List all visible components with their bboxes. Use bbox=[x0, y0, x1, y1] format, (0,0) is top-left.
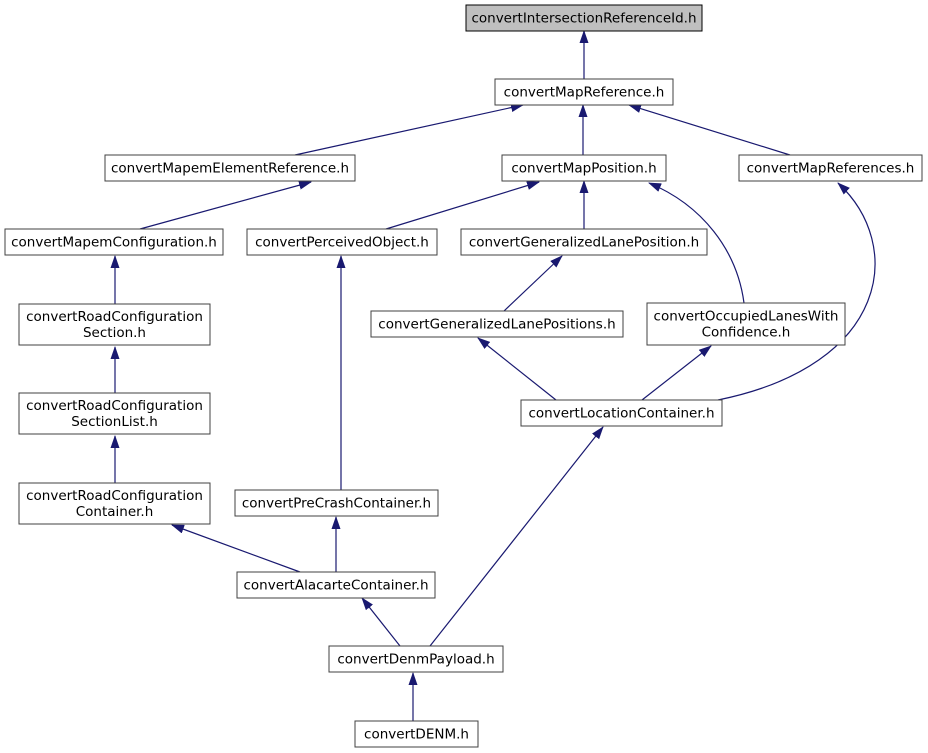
graph-node-convertLocationContainer[interactable]: convertLocationContainer.h bbox=[520, 399, 723, 427]
graph-node-label: convertMapemConfiguration.h bbox=[11, 235, 217, 251]
graph-node-label: convertPreCrashContainer.h bbox=[242, 496, 431, 512]
graph-node-label: Confidence.h bbox=[702, 325, 791, 341]
edge-convertMapReferences--convertMapReference bbox=[628, 104, 791, 156]
graph-node-box bbox=[354, 720, 479, 748]
edge-convertLocationContainer--convertMapReferences bbox=[717, 182, 876, 401]
graph-node-convertGeneralizedLanePositions[interactable]: convertGeneralizedLanePositions.h bbox=[370, 310, 624, 338]
graph-node-label: convertMapReferences.h bbox=[747, 161, 915, 177]
nodes-layer: convertIntersectionReferenceId.h convertM… bbox=[4, 4, 923, 748]
graph-node-label: convertPerceivedObject.h bbox=[255, 235, 429, 251]
graph-node-convertMapemConfiguration[interactable]: convertMapemConfiguration.h bbox=[4, 228, 224, 256]
graph-node-box bbox=[18, 392, 211, 435]
graph-node-label: convertIntersectionReferenceId.h bbox=[471, 11, 696, 27]
graph-node-label: convertRoadConfiguration bbox=[26, 488, 203, 504]
graph-node-label: convertMapPosition.h bbox=[511, 161, 656, 177]
edge-convertDenmPayload--convertLocationContainer bbox=[429, 426, 604, 647]
graph-node-convertPreCrashContainer[interactable]: convertPreCrashContainer.h bbox=[234, 489, 439, 517]
edge-convertOccupiedLanesWithConfidence--convertMapPosition bbox=[648, 182, 745, 304]
edge-convertLocationContainer--convertGeneralizedLanePositions bbox=[477, 337, 557, 401]
edge-convertPerceivedObject--convertMapPosition bbox=[385, 181, 540, 230]
graph-node-box bbox=[738, 154, 923, 182]
graph-node-label: convertMapReference.h bbox=[504, 85, 665, 101]
graph-node-label: convertAlacarteContainer.h bbox=[243, 578, 428, 594]
graph-node-box bbox=[501, 154, 667, 182]
edge-convertMapemElementReference--convertMapReference bbox=[294, 103, 524, 156]
graph-node-box bbox=[520, 399, 723, 427]
graph-node-convertMapReferences[interactable]: convertMapReferences.h bbox=[738, 154, 923, 182]
graph-node-label: Section.h bbox=[83, 325, 146, 341]
graph-node-convertMapemElementReference[interactable]: convertMapemElementReference.h bbox=[104, 154, 356, 182]
graph-node-convertAlacarteContainer[interactable]: convertAlacarteContainer.h bbox=[236, 571, 436, 599]
graph-node-box bbox=[236, 571, 436, 599]
graph-node-label: Container.h bbox=[76, 504, 154, 520]
edge-convertLocationContainer--convertOccupiedLanesWithConfidence bbox=[641, 345, 712, 401]
graph-node-box bbox=[370, 310, 624, 338]
graph-node-box bbox=[328, 645, 504, 673]
graph-node-box bbox=[4, 228, 224, 256]
graph-node-box bbox=[246, 228, 438, 256]
graph-node-convertPerceivedObject[interactable]: convertPerceivedObject.h bbox=[246, 228, 438, 256]
graph-node-box bbox=[234, 489, 439, 517]
graph-node-convertDenmPayload[interactable]: convertDenmPayload.h bbox=[328, 645, 504, 673]
graph-node-label: convertDENM.h bbox=[364, 727, 469, 743]
graph-node-convertMapReference[interactable]: convertMapReference.h bbox=[494, 78, 674, 106]
graph-node-label: convertGeneralizedLanePosition.h bbox=[469, 235, 699, 251]
graph-node-label: convertRoadConfiguration bbox=[26, 309, 203, 325]
graph-node-convertGeneralizedLanePosition[interactable]: convertGeneralizedLanePosition.h bbox=[460, 228, 708, 256]
graph-node-box bbox=[494, 78, 674, 106]
graph-node-label: convertGeneralizedLanePositions.h bbox=[378, 317, 615, 333]
graph-node-box bbox=[104, 154, 356, 182]
graph-node-box bbox=[460, 228, 708, 256]
graph-node-label: convertLocationContainer.h bbox=[528, 406, 714, 422]
graph-node-label: convertOccupiedLanesWith bbox=[654, 309, 839, 325]
graph-node-box bbox=[18, 303, 211, 346]
graph-node-label: convertRoadConfiguration bbox=[26, 398, 203, 414]
graph-node-box bbox=[646, 302, 846, 346]
graph-node-label: convertDenmPayload.h bbox=[337, 652, 494, 668]
graph-node-convertMapPosition[interactable]: convertMapPosition.h bbox=[501, 154, 667, 182]
edge-convertGeneralizedLanePositions--convertGeneralizedLanePosition bbox=[503, 255, 563, 312]
edges-layer bbox=[110, 30, 876, 721]
graph-node-label: convertMapemElementReference.h bbox=[111, 161, 349, 177]
graph-node-convertDENM[interactable]: convertDENM.h bbox=[354, 720, 479, 748]
edge-convertMapemConfiguration--convertMapemElementReference bbox=[139, 180, 312, 230]
edge-convertDenmPayload--convertAlacarteContainer bbox=[361, 597, 401, 647]
graph-node-label: SectionList.h bbox=[71, 414, 158, 430]
graph-node-convertIntersectionReferenceId: convertIntersectionReferenceId.h bbox=[465, 4, 703, 32]
edge-convertAlacarteContainer--convertRoadConfigurationContainer bbox=[171, 524, 301, 573]
graph-node-box bbox=[18, 482, 211, 525]
graph-node-box bbox=[465, 4, 703, 32]
